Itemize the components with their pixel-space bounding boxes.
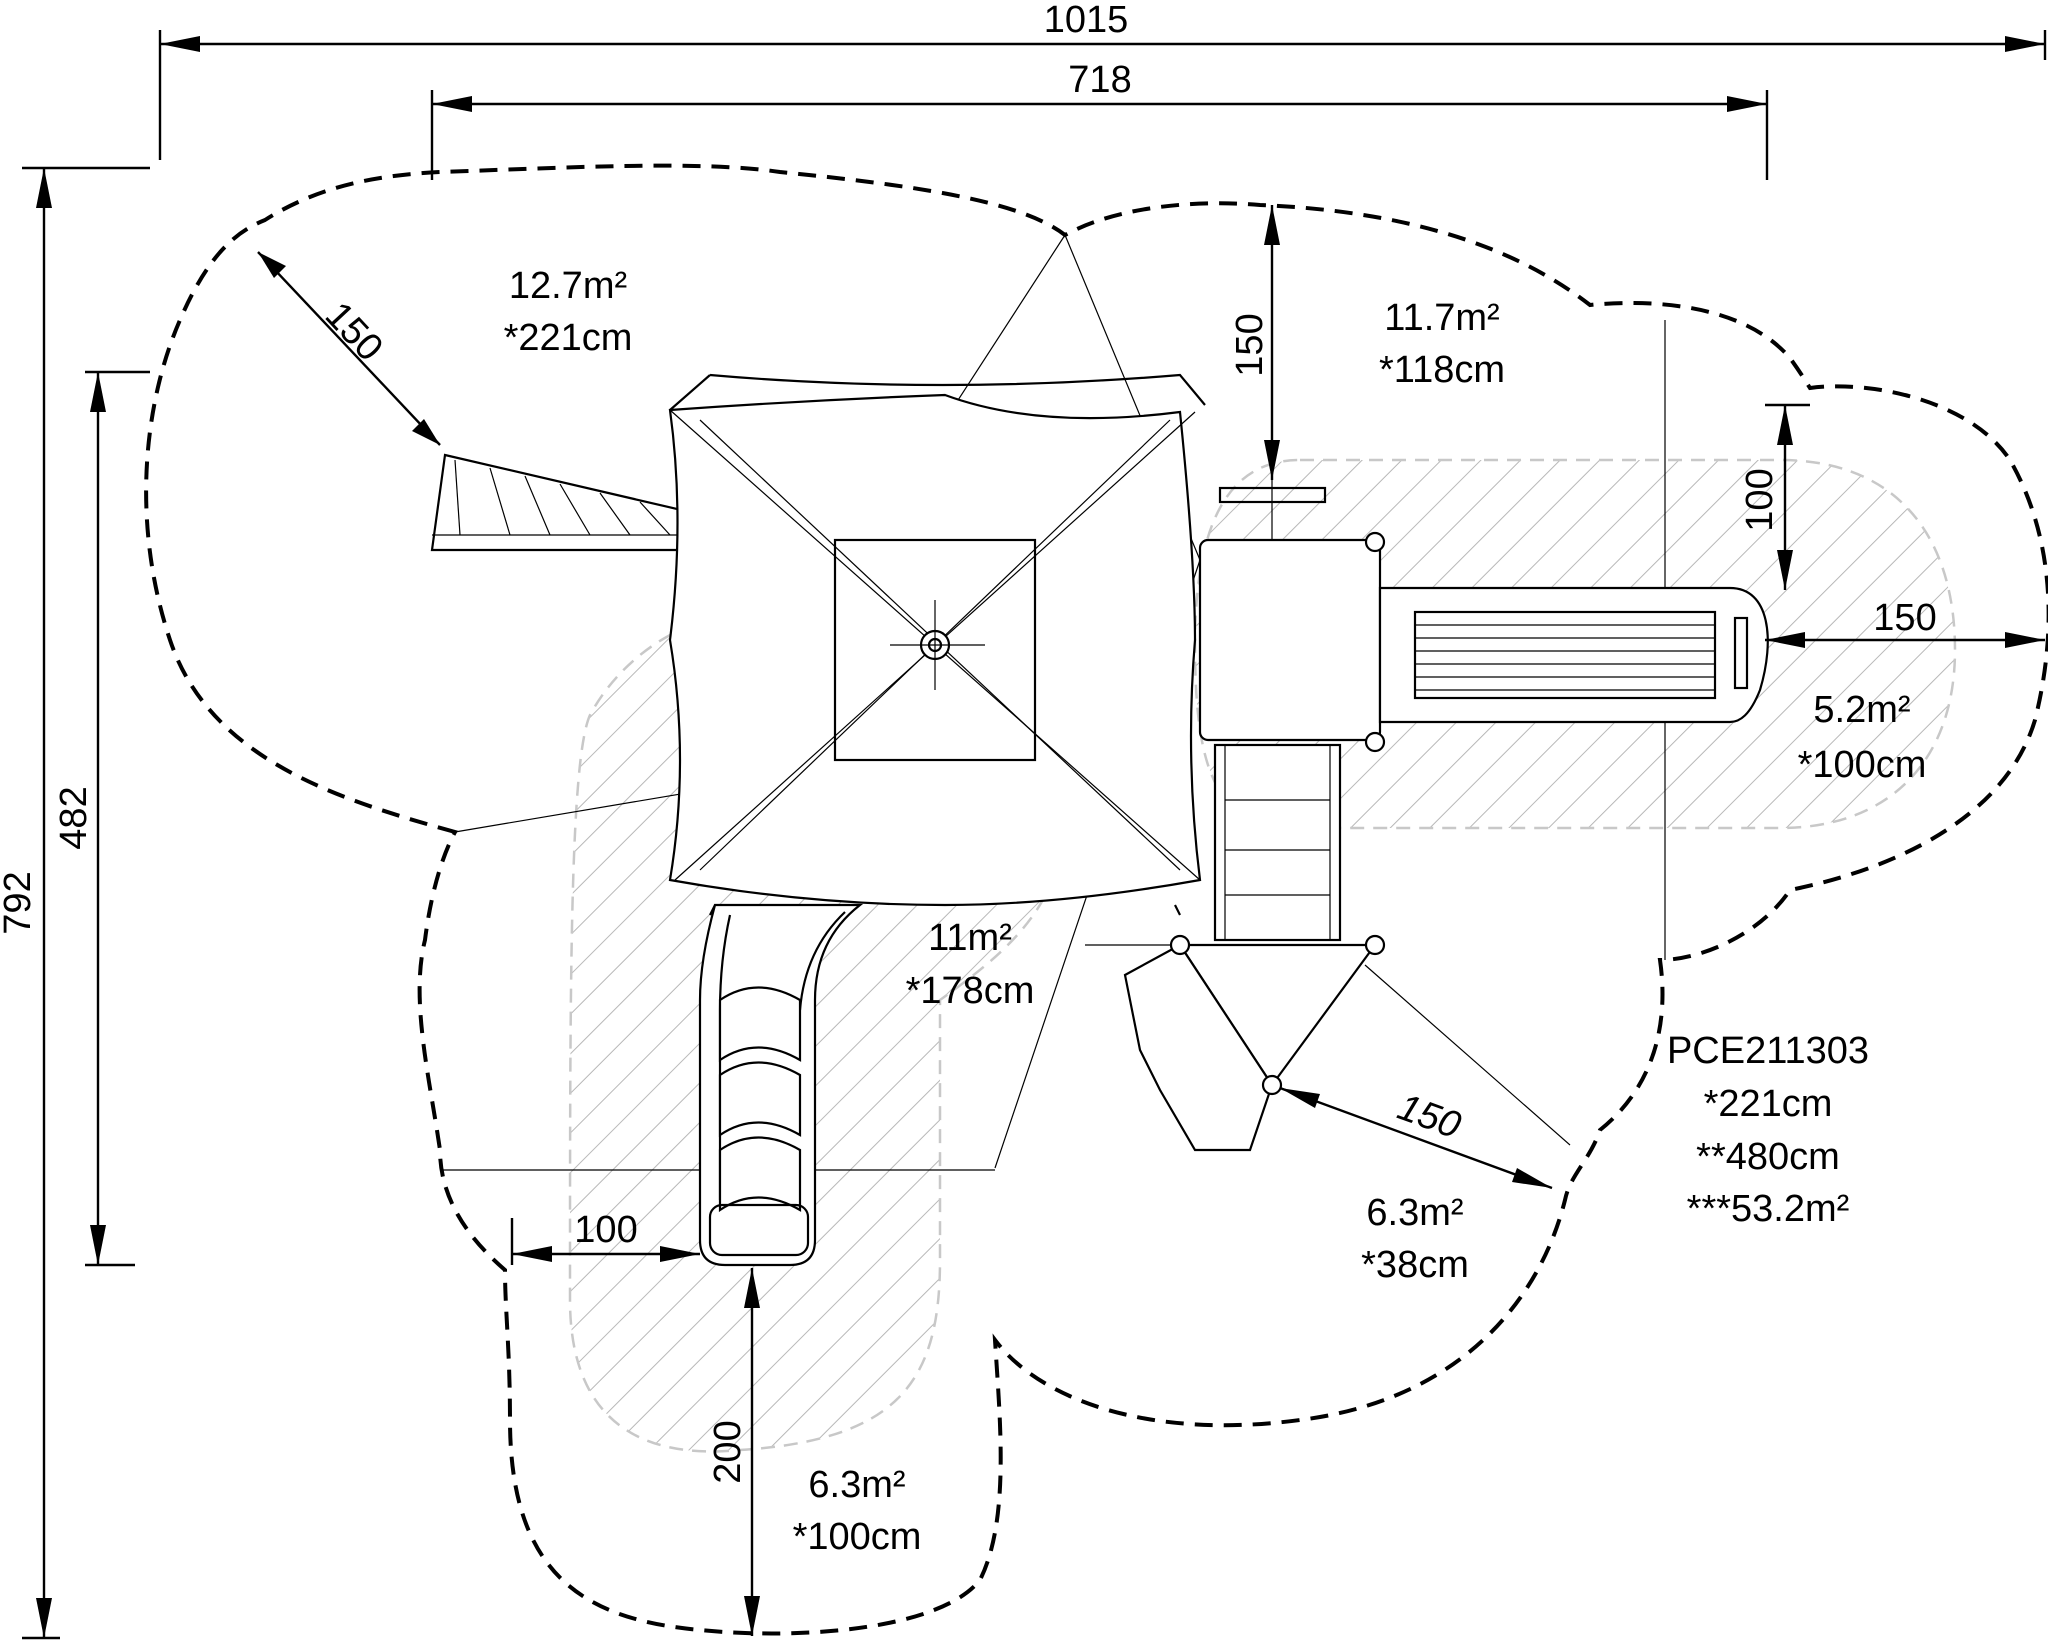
triangle-climber [1123, 934, 1386, 1152]
clearance-slide-side: 100 [510, 1209, 700, 1265]
impact-zone-center-outline [568, 615, 1067, 1453]
dimension-structure-width: 718 [430, 59, 1769, 180]
zone-area: 6.3m² [808, 1464, 905, 1506]
zone-label-slide-exit: 6.3m² *100cm [793, 1464, 922, 1558]
summary-line-1: *221cm [1704, 1083, 1833, 1125]
structure-width-label: 718 [1068, 59, 1131, 101]
dimension-structure-depth: 482 [53, 370, 150, 1267]
ladder-ramp [430, 453, 692, 552]
dimension-overall-width: 1015 [158, 0, 2047, 160]
clearance-ladder: 150 [257, 251, 441, 446]
clearance-climber-label: 150 [1392, 1086, 1466, 1147]
curved-slide [698, 903, 864, 1267]
summary-line-2: **480cm [1696, 1136, 1840, 1178]
structure-depth-label: 482 [53, 786, 95, 849]
stair-module [1213, 743, 1342, 942]
zone-label-top-left: 12.7m² *221cm [504, 265, 633, 359]
clearance-top-platform: 150 [1229, 205, 1280, 480]
zone-height: *100cm [793, 1516, 922, 1558]
zone-area: 11.7m² [1384, 297, 1499, 339]
safety-zone-boundary [144, 163, 2048, 1636]
clearance-top-platform-label: 150 [1229, 313, 1271, 376]
product-code: PCE211303 [1667, 1030, 1869, 1072]
zone-height: *38cm [1361, 1244, 1469, 1286]
zone-area: 6.3m² [1366, 1192, 1463, 1234]
straight-slide [1378, 586, 1769, 724]
clearance-climber: 150 [1279, 1086, 1553, 1190]
clearance-slide-horizontal: 150 [1765, 597, 2045, 648]
zone-area: 12.7m² [509, 265, 627, 307]
clearance-slide-vertical: 100 [1739, 403, 1810, 590]
summary-line-3: ***53.2m² [1687, 1188, 1850, 1230]
clearance-slide-exit-label: 200 [707, 1420, 749, 1483]
clearance-slide-horizontal-label: 150 [1873, 597, 1936, 639]
overall-depth-label: 792 [0, 871, 39, 934]
clearance-slide-exit: 200 [707, 1268, 760, 1636]
overall-width-label: 1015 [1044, 0, 1129, 41]
summary-block: PCE211303 *221cm **480cm ***53.2m² [1667, 1030, 1869, 1230]
zone-height: *221cm [504, 317, 633, 359]
zone-area: 11m² [928, 917, 1012, 959]
zone-label-top-right: 11.7m² *118cm [1379, 297, 1505, 391]
zone-height: *100cm [1798, 744, 1927, 786]
tower-roof [668, 373, 1206, 916]
dimension-overall-depth: 792 [0, 166, 150, 1640]
zone-height: *178cm [906, 970, 1035, 1012]
zone-area: 5.2m² [1813, 689, 1910, 731]
clearance-slide-side-label: 100 [574, 1209, 637, 1251]
zone-label-right-visible: 5.2m² *100cm [1798, 689, 1927, 786]
zone-height: *118cm [1379, 349, 1505, 391]
clearance-slide-vertical-label: 100 [1739, 468, 1781, 531]
zone-label-climber: 6.3m² *38cm [1361, 1192, 1469, 1286]
zone-label-center: 11m² *178cm [906, 917, 1035, 1012]
clearance-ladder-label: 150 [317, 294, 391, 369]
